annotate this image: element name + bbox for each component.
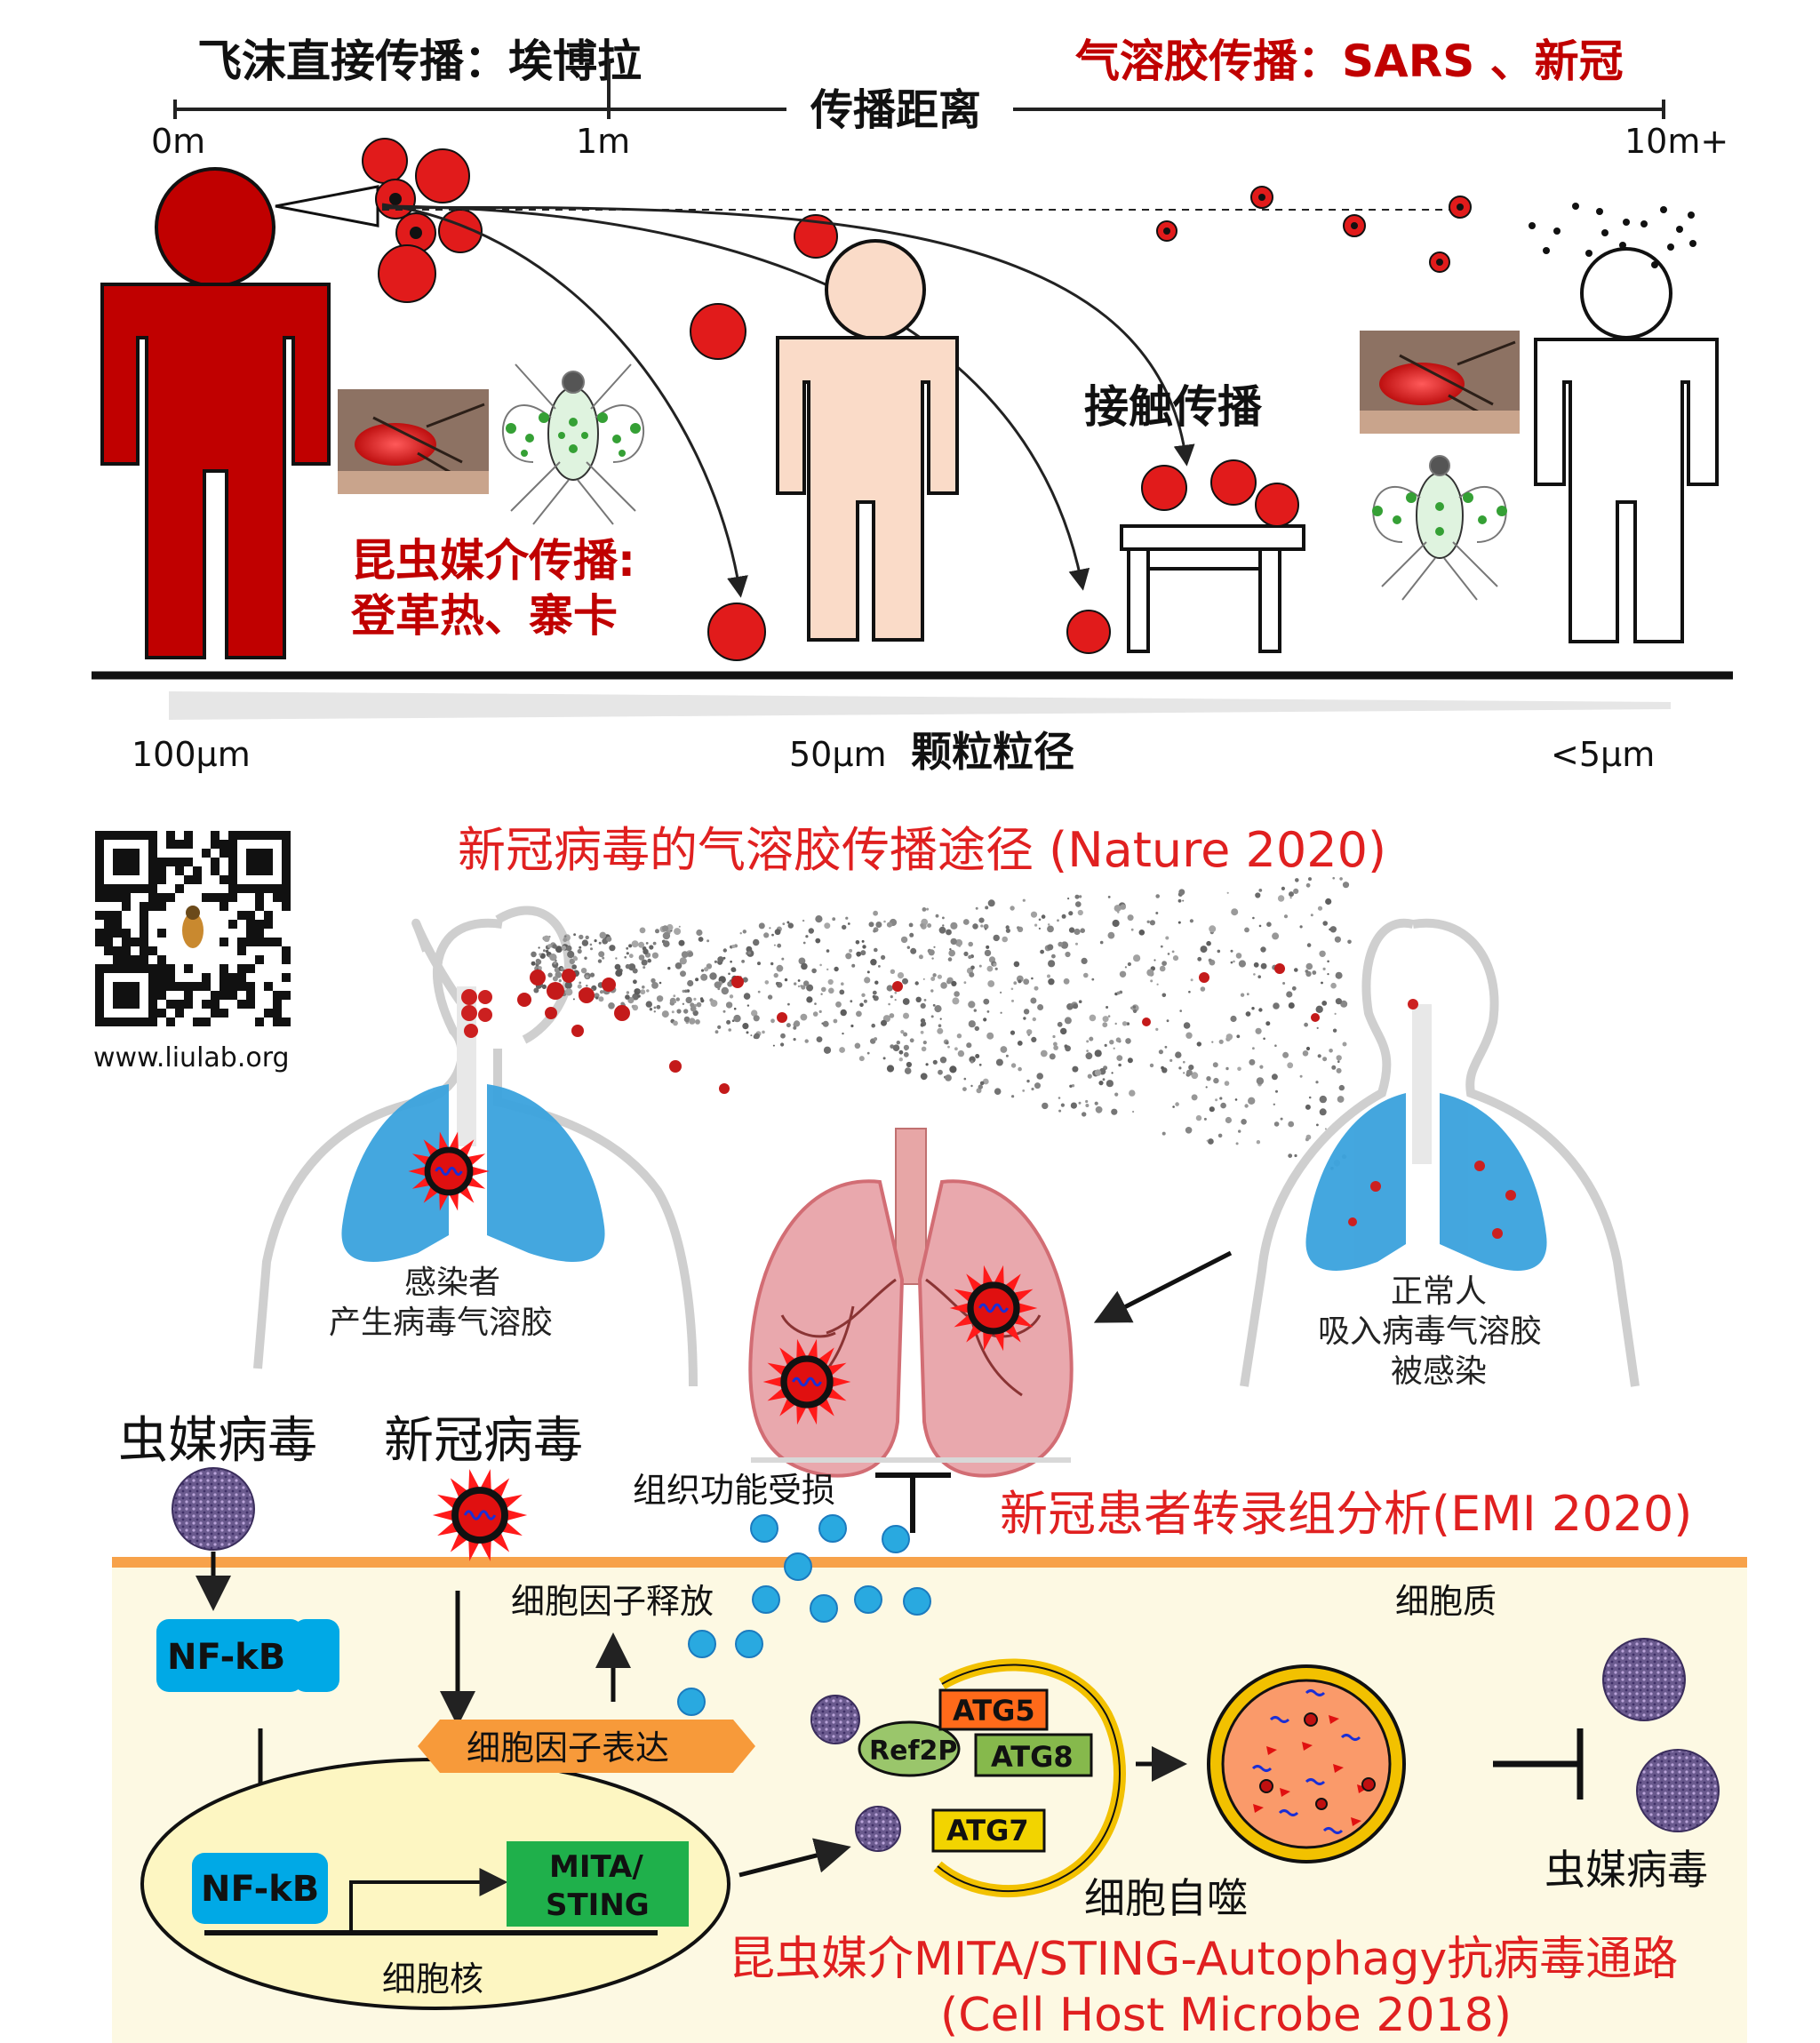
normal-label-1: 正常人 xyxy=(1391,1273,1487,1310)
nucleus-label: 细胞核 xyxy=(382,1959,483,1999)
vector-diseases-label: 登革热、寨卡 xyxy=(350,590,618,642)
distance-axis: 传播距离 0m 1m 10m+ xyxy=(151,59,1728,161)
nfkb-nucleus-box: NF-kB xyxy=(192,1853,328,1924)
nearby-person-figure xyxy=(776,239,959,642)
small-aerosol-droplets xyxy=(1156,186,1472,273)
pathway-reference: (Cell Host Microbe 2018) xyxy=(940,1989,1512,2042)
mosquito-illustration-left xyxy=(501,363,645,525)
mita-label: MITA/ xyxy=(549,1849,643,1885)
autophagy-label: 细胞自噬 xyxy=(1084,1874,1248,1922)
qr-code xyxy=(95,831,291,1026)
size-tick-100um: 100μm xyxy=(132,735,251,774)
sting-label: STING xyxy=(546,1887,650,1923)
inhibition-bar-virus xyxy=(1493,1728,1584,1800)
sars-virus-particle xyxy=(432,1469,528,1561)
pathway-title: 昆虫媒介MITA/STING-Autophagy抗病毒通路 xyxy=(729,1933,1678,1986)
cytoplasm-label: 细胞质 xyxy=(1395,1582,1497,1621)
atg7-label: ATG7 xyxy=(946,1814,1029,1847)
infected-person-figure xyxy=(100,167,331,659)
transcription-arrow xyxy=(349,1868,508,1933)
website-url: www.liulab.org xyxy=(93,1042,290,1073)
inhalation-arrow xyxy=(1093,1250,1233,1323)
distance-tick-1m: 1m xyxy=(576,122,630,161)
vector-virus-label: 虫媒病毒 xyxy=(118,1412,317,1470)
normal-label-3: 被感染 xyxy=(1391,1353,1487,1390)
droplet-transmission-label: 飞沫直接传播：埃博拉 xyxy=(197,36,642,87)
vector-virus-particle xyxy=(172,1467,255,1551)
sars-virus-red-lung-left xyxy=(762,1338,851,1425)
mosquito-illustration-right xyxy=(1372,455,1507,601)
particle-size-label: 颗粒粒径 xyxy=(911,728,1074,776)
breath-cone xyxy=(275,185,379,227)
transmission-panel: 飞沫直接传播：埃博拉 气溶胶传播：SARS 、新冠 传播距离 0m 1m 10m… xyxy=(92,36,1733,776)
table-droplets xyxy=(1141,459,1299,527)
infected-lungs xyxy=(341,1084,605,1262)
normal-label-2: 吸入病毒气溶胶 xyxy=(1318,1313,1542,1350)
aerosol-route-title: 新冠病毒的气溶胶传播途径 (Nature 2020) xyxy=(458,822,1386,878)
atg5-label: ATG5 xyxy=(953,1694,1035,1728)
ref2p-label: Ref2P xyxy=(869,1736,957,1767)
pathway-panel: 虫媒病毒 新冠病毒 组织功能受损 新冠患者转录组分析(EMI 2020) 细胞因… xyxy=(112,1412,1747,2043)
aerosol-transmission-label: 气溶胶传播：SARS 、新冠 xyxy=(1075,36,1624,87)
normal-body-outline xyxy=(1240,918,1640,1387)
normal-lungs xyxy=(1305,1093,1547,1271)
nfkb-nucleus-label: NF-kB xyxy=(201,1869,319,1910)
vector-virus-degraded-2 xyxy=(1636,1749,1720,1832)
infected-throat-droplets xyxy=(461,989,492,1038)
vector-virus-label-2: 虫媒病毒 xyxy=(1545,1846,1708,1894)
nfkb-cytoplasm-box: NF-kB xyxy=(156,1619,339,1692)
particle-size-wedge xyxy=(169,691,1671,720)
sars-virus-label: 新冠病毒 xyxy=(384,1412,583,1470)
vector-virus-degraded-1 xyxy=(1602,1638,1686,1721)
aerosol-panel: www.liulab.org 新冠病毒的气溶胶传播途径 (Nature 2020… xyxy=(93,822,1640,1478)
nfkb-cytoplasm-label: NF-kB xyxy=(167,1637,285,1678)
emi-study-title: 新冠患者转录组分析(EMI 2020) xyxy=(1000,1486,1692,1542)
infected-label-2: 产生病毒气溶胶 xyxy=(329,1305,553,1341)
cytokine-release-label: 细胞因子释放 xyxy=(511,1582,714,1621)
inhibition-bar-tissue xyxy=(875,1472,951,1533)
mosquito-photo-left xyxy=(338,389,489,494)
cell-membrane xyxy=(112,1557,1747,1568)
normal-lung-particles xyxy=(1348,999,1516,1239)
cytokine-dots xyxy=(677,1514,931,1716)
contact-table xyxy=(1120,524,1305,653)
aerosol-cloud xyxy=(517,876,1352,1170)
distance-tick-10m: 10m+ xyxy=(1624,122,1728,161)
sars-virus-lung-left xyxy=(408,1131,490,1211)
distant-person-figure xyxy=(1534,247,1719,643)
contact-transmission-label: 接触传播 xyxy=(1084,381,1263,433)
distance-axis-label: 传播距离 xyxy=(810,85,981,135)
mita-sting-box: MITA/ STING xyxy=(507,1841,689,1927)
autophagy-complex: Ref2P ATG5 ATG8 ATG7 xyxy=(810,1658,1126,1898)
vector-transmission-label: 昆虫媒介传播: xyxy=(351,535,635,587)
mosquito-photo-right xyxy=(1360,331,1520,434)
cytokine-expression-box: 细胞因子表达 xyxy=(418,1720,755,1773)
atg8-label: ATG8 xyxy=(991,1740,1074,1774)
autophagosome xyxy=(1207,1664,1406,1863)
sars-virus-red-lung-right xyxy=(949,1265,1038,1352)
tissue-damage-label: 组织功能受损 xyxy=(633,1471,835,1510)
size-tick-50um: 50μm xyxy=(789,735,887,774)
aerosol-dots xyxy=(1529,203,1696,268)
size-tick-5um: <5μm xyxy=(1551,735,1655,774)
infected-label-1: 感染者 xyxy=(404,1265,500,1301)
distance-tick-0m: 0m xyxy=(151,122,205,161)
cytokine-expression-label: 细胞因子表达 xyxy=(467,1728,669,1768)
infected-red-lungs xyxy=(748,1128,1074,1478)
